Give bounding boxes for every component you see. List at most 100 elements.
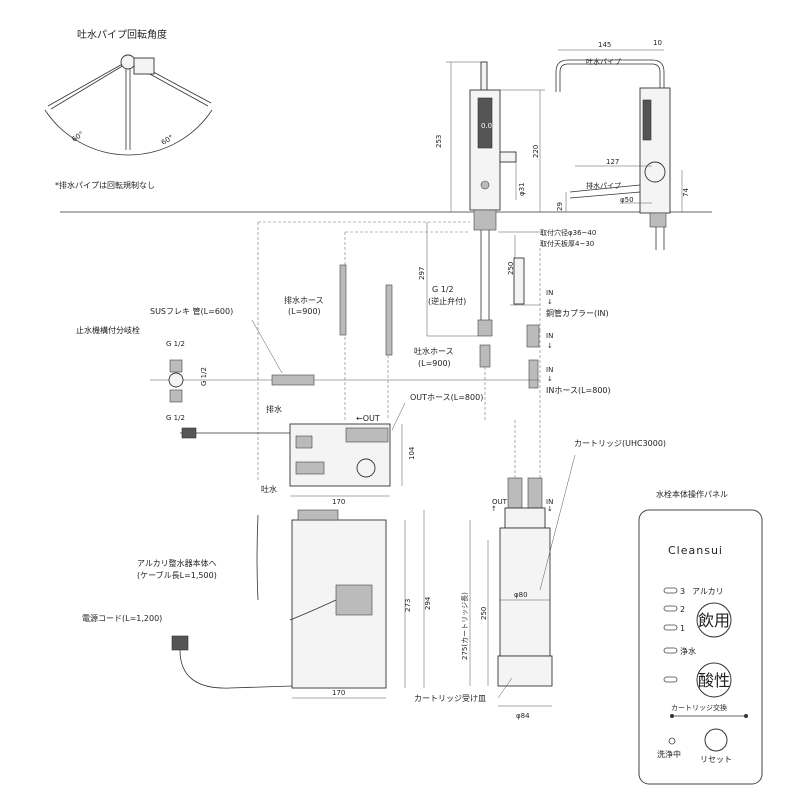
side-lever-ring <box>644 161 666 183</box>
indicator-lvl2 <box>663 605 678 612</box>
acid-button[interactable] <box>696 662 732 698</box>
washing-indicator <box>668 737 676 745</box>
cartridge-out-port <box>507 477 523 509</box>
g12-label-b: G 1/2 <box>200 367 208 386</box>
faucet-display-panel <box>477 97 493 149</box>
drink-button-label: 飲用 <box>698 611 730 630</box>
drain-hose <box>339 264 347 336</box>
faucet-side-port <box>499 151 517 163</box>
label-lvl3: 3 <box>680 587 685 596</box>
copper-coupler-label: 銅管カプラー(IN) <box>546 308 609 318</box>
cartridge-head <box>504 507 546 529</box>
plumbing: 排水ホース (L=900) 吐水ホース (L=900) G 1/2 (逆止弁付)… <box>76 221 611 490</box>
spout-hose-label: 吐水ホース <box>414 346 454 356</box>
side-spout-pipe <box>555 59 665 92</box>
in-label-3: IN <box>546 366 553 374</box>
in-hose-fitting <box>528 359 539 389</box>
panel-brand: Cleansui <box>668 544 723 557</box>
stop-valve-label: 止水機構付分岐栓 <box>76 325 140 335</box>
dim-170-top: 170 <box>332 498 345 506</box>
in-label-2: IN <box>546 332 553 340</box>
control-panel: 水栓本体操作パネル Cleansui 3 アルカリ 2 1 飲用 浄水 酸性 カ… <box>638 489 763 785</box>
rotation-angle-left: 60° <box>71 130 86 144</box>
cart-exchange-dot-left <box>670 714 674 718</box>
rotation-title: 吐水パイプ回転角度 <box>77 28 167 41</box>
faucet-display-digits: 0.0 <box>481 122 492 130</box>
dim-253: 253 <box>435 135 443 148</box>
cartridge-phi84: φ84 <box>516 712 530 720</box>
stop-valve-bottom <box>169 389 183 403</box>
dim-74: 74 <box>682 188 690 197</box>
panel-title: 水栓本体操作パネル <box>656 489 728 499</box>
faucet-side-dims: 145 10 吐水パイプ 127 排水パイプ φ50 74 29 <box>556 39 690 212</box>
faucet-front-dims: 253 220 φ31 297 250 取付穴径φ36~40 取付天板厚4~30 <box>418 61 596 337</box>
label-pure: 浄水 <box>680 646 696 656</box>
faucet-front-view: 0.0 <box>469 61 517 368</box>
tray-leader <box>497 677 513 699</box>
dim-220: 220 <box>532 145 540 158</box>
in-arrow-1: ↓ <box>547 298 553 306</box>
drink-button[interactable] <box>696 602 732 638</box>
stop-valve <box>168 372 184 388</box>
g12-check-label: G 1/2 <box>432 285 454 294</box>
power-cord <box>179 649 293 689</box>
cartridge-phi80: φ80 <box>514 591 528 599</box>
side-drain-pipe-edge <box>569 191 641 199</box>
side-mount-nut <box>649 212 667 228</box>
rotation-diagram: 吐水パイプ回転角度 60° 60° *排水パイプは回転規制なし <box>44 28 213 190</box>
spout-pipe-label: 吐水パイプ <box>586 57 621 66</box>
mount-hole-label: 取付穴径φ36~40 <box>540 228 596 237</box>
cable-to-main <box>256 514 259 601</box>
cartridge-label: カートリッジ(UHC3000) <box>574 439 666 448</box>
acid-button-label: 酸性 <box>698 671 730 690</box>
reset-button[interactable] <box>704 728 728 752</box>
dim-170-bottom: 170 <box>332 689 345 697</box>
spout-hose-length: (L=900) <box>418 359 451 368</box>
dim-273: 273 <box>404 599 412 612</box>
cable-to-label: アルカリ整水器本体へ <box>137 558 217 568</box>
indicator-lvl3 <box>663 587 678 594</box>
side-drain-pipe <box>569 184 641 193</box>
unit-out-arrow: ←OUT <box>356 414 380 423</box>
label-lvl2: 2 <box>680 605 685 614</box>
in-arrow-2: ↓ <box>547 342 553 350</box>
dim-29: 29 <box>556 202 564 211</box>
out-hose-leader <box>391 402 406 431</box>
dim-127: 127 <box>606 158 619 166</box>
unit-front-cable <box>289 599 337 621</box>
side-spout-pipe-inner <box>559 63 661 92</box>
sus-flex-pipe <box>271 374 315 386</box>
cartridge-tray <box>497 655 553 687</box>
unit-plug-top <box>181 427 197 439</box>
faucet-mount-nut <box>473 209 497 231</box>
sus-flex-leader <box>251 319 283 374</box>
drain-hose-length: (L=900) <box>288 307 321 316</box>
in-hose-label: INホース(L=800) <box>546 386 611 395</box>
cartridge-out-arrow: ↑ <box>491 505 497 513</box>
cartridge-in-arrow: ↓ <box>547 505 553 513</box>
unit-drain-label: 排水 <box>266 404 282 414</box>
faucet-lever <box>480 180 490 190</box>
dim-145: 145 <box>598 41 611 49</box>
unit-front-view: 273 294 170 アルカリ整水器本体へ (ケーブル長L=1,500) 電源… <box>82 509 432 699</box>
label-alkali: アルカリ <box>692 587 724 596</box>
unit-drain-fitting <box>295 435 313 449</box>
label-lvl1: 1 <box>680 624 685 633</box>
unit-out-fitting <box>345 427 389 443</box>
cartridge: OUT ↑ IN ↓ カートリッジ(UHC3000) φ80 275(カートリッ… <box>414 439 666 720</box>
g12-label-c: G 1/2 <box>166 414 185 422</box>
faucet-side-view <box>555 59 671 250</box>
cartridge-d250: 250 <box>480 607 488 620</box>
panel-frame <box>638 509 763 785</box>
g12-label-a: G 1/2 <box>166 340 185 348</box>
spout-hose <box>385 284 393 356</box>
rotation-arc <box>44 109 213 156</box>
indicator-lvl1 <box>663 624 678 631</box>
indicator-acid <box>663 676 678 683</box>
label-washing: 洗浄中 <box>657 749 681 759</box>
mount-plate-label: 取付天板厚4~30 <box>540 239 594 248</box>
faucet-g12-nut <box>477 319 493 337</box>
faucet-spout-hose-end <box>479 344 491 368</box>
